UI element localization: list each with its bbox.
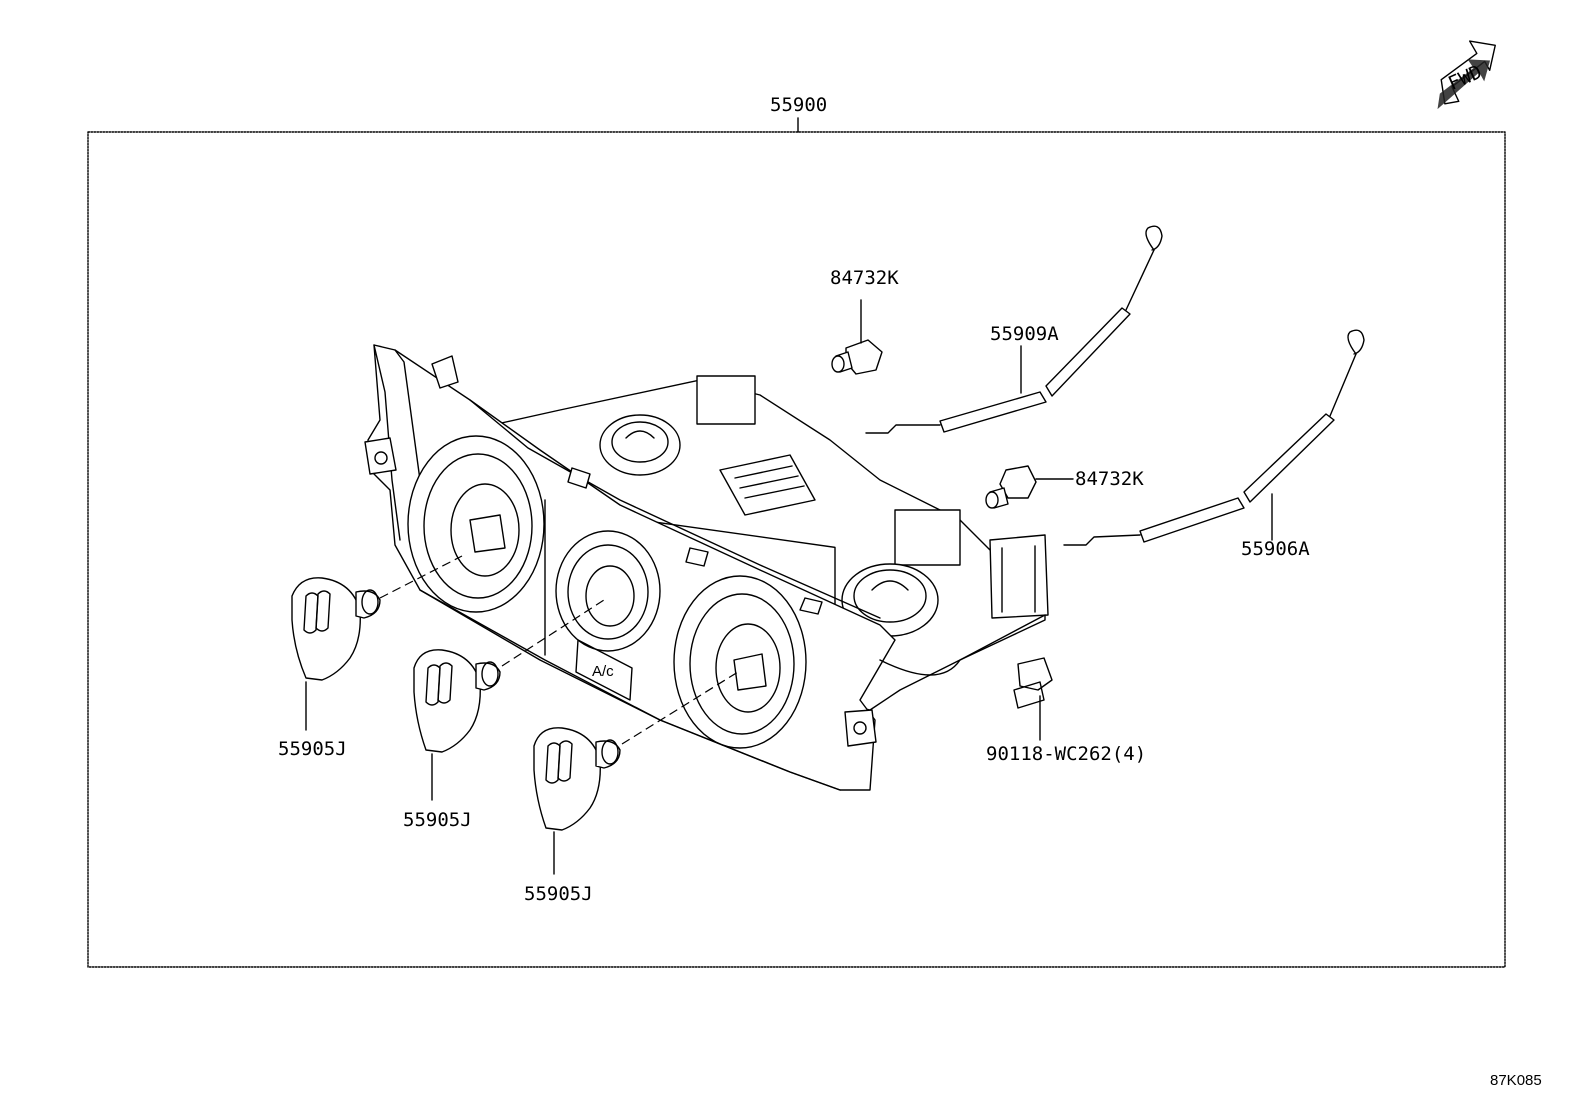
callout-knob-right: 55905J	[524, 883, 593, 905]
knob-right	[533, 727, 621, 875]
callout-cable-upper: 55909A	[990, 323, 1059, 345]
ac-button-mark: A/c	[592, 663, 614, 680]
knob-left	[291, 577, 381, 731]
retaining-clip	[1013, 657, 1053, 741]
callout-bulb-upper: 84732K	[830, 267, 899, 289]
callout-knob-left: 55905J	[278, 738, 347, 760]
callout-knob-middle-label: 55905J	[403, 809, 472, 831]
control-cable-upper	[865, 225, 1163, 434]
callout-cable-lower: 55906A	[1241, 538, 1310, 560]
control-cable-lower	[1063, 329, 1365, 546]
knob-middle	[413, 649, 501, 801]
callout-bulb-middle: 84732K	[1075, 468, 1144, 490]
bulb-upper	[831, 299, 883, 375]
control-panel-assembly: A/c	[364, 344, 1049, 791]
assembly-label: 55900	[770, 94, 827, 116]
fwd-direction-arrow: FWD	[1437, 40, 1496, 110]
assembly-frame	[87, 131, 1506, 968]
figure-code: 87K085	[1490, 1072, 1542, 1089]
callout-clip: 90118-WC262(4)	[986, 743, 1146, 765]
bulb-middle	[985, 465, 1074, 509]
